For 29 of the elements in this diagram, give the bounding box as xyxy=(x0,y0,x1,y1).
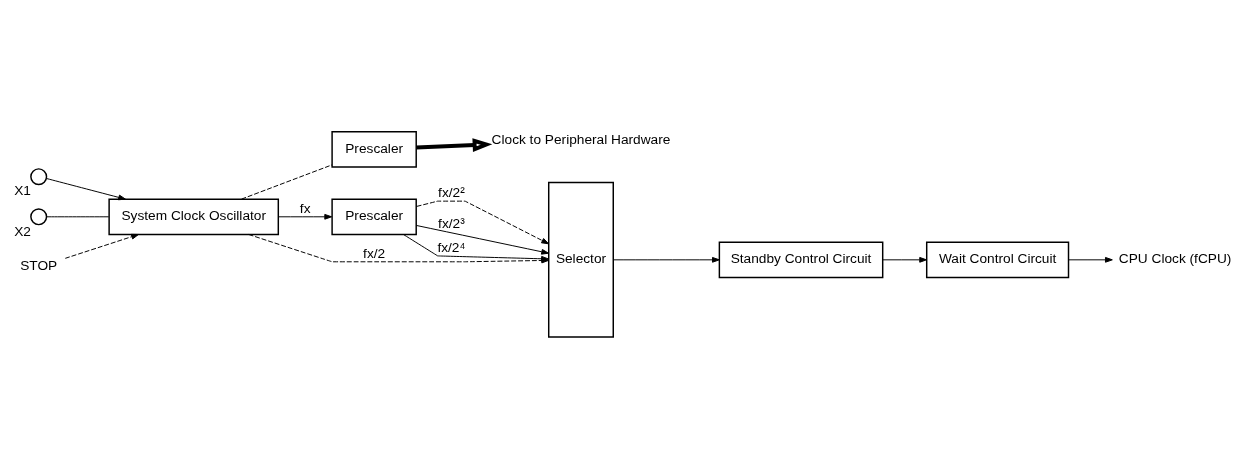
node-circle xyxy=(30,207,48,225)
connector xyxy=(46,215,110,217)
node-box: System Clock Oscillator xyxy=(108,197,280,235)
node-text: STOP xyxy=(20,257,58,273)
edge-label: fx xyxy=(299,200,311,216)
connector xyxy=(241,163,333,200)
arrow xyxy=(415,224,550,255)
node-circle xyxy=(30,167,48,185)
arrow xyxy=(613,256,720,263)
arrow xyxy=(46,177,126,200)
arrow xyxy=(277,213,333,220)
node-box: Prescaler xyxy=(331,197,417,235)
node-text: CPU Clock (fCPU) xyxy=(1118,250,1232,266)
arrow xyxy=(64,233,139,259)
node-box: Wait Control Circuit xyxy=(925,241,1070,278)
edge-label: fx/2³ xyxy=(438,215,465,231)
node-label: X2 xyxy=(14,223,31,239)
node-box: Prescaler xyxy=(331,130,417,168)
arrow xyxy=(882,256,928,263)
node-label: X1 xyxy=(14,182,31,198)
node-box: Standby Control Circuit xyxy=(718,241,884,278)
edge-label: fx/2 xyxy=(363,245,386,261)
edge-label: fx/2² xyxy=(438,184,465,200)
node-text: Clock to Peripheral Hardware xyxy=(491,131,671,147)
node-box: Selector xyxy=(548,181,614,338)
arrow xyxy=(416,200,550,244)
edge-label: fx/2⁴ xyxy=(437,239,466,255)
arrow xyxy=(416,137,493,152)
arrow xyxy=(1068,256,1113,263)
